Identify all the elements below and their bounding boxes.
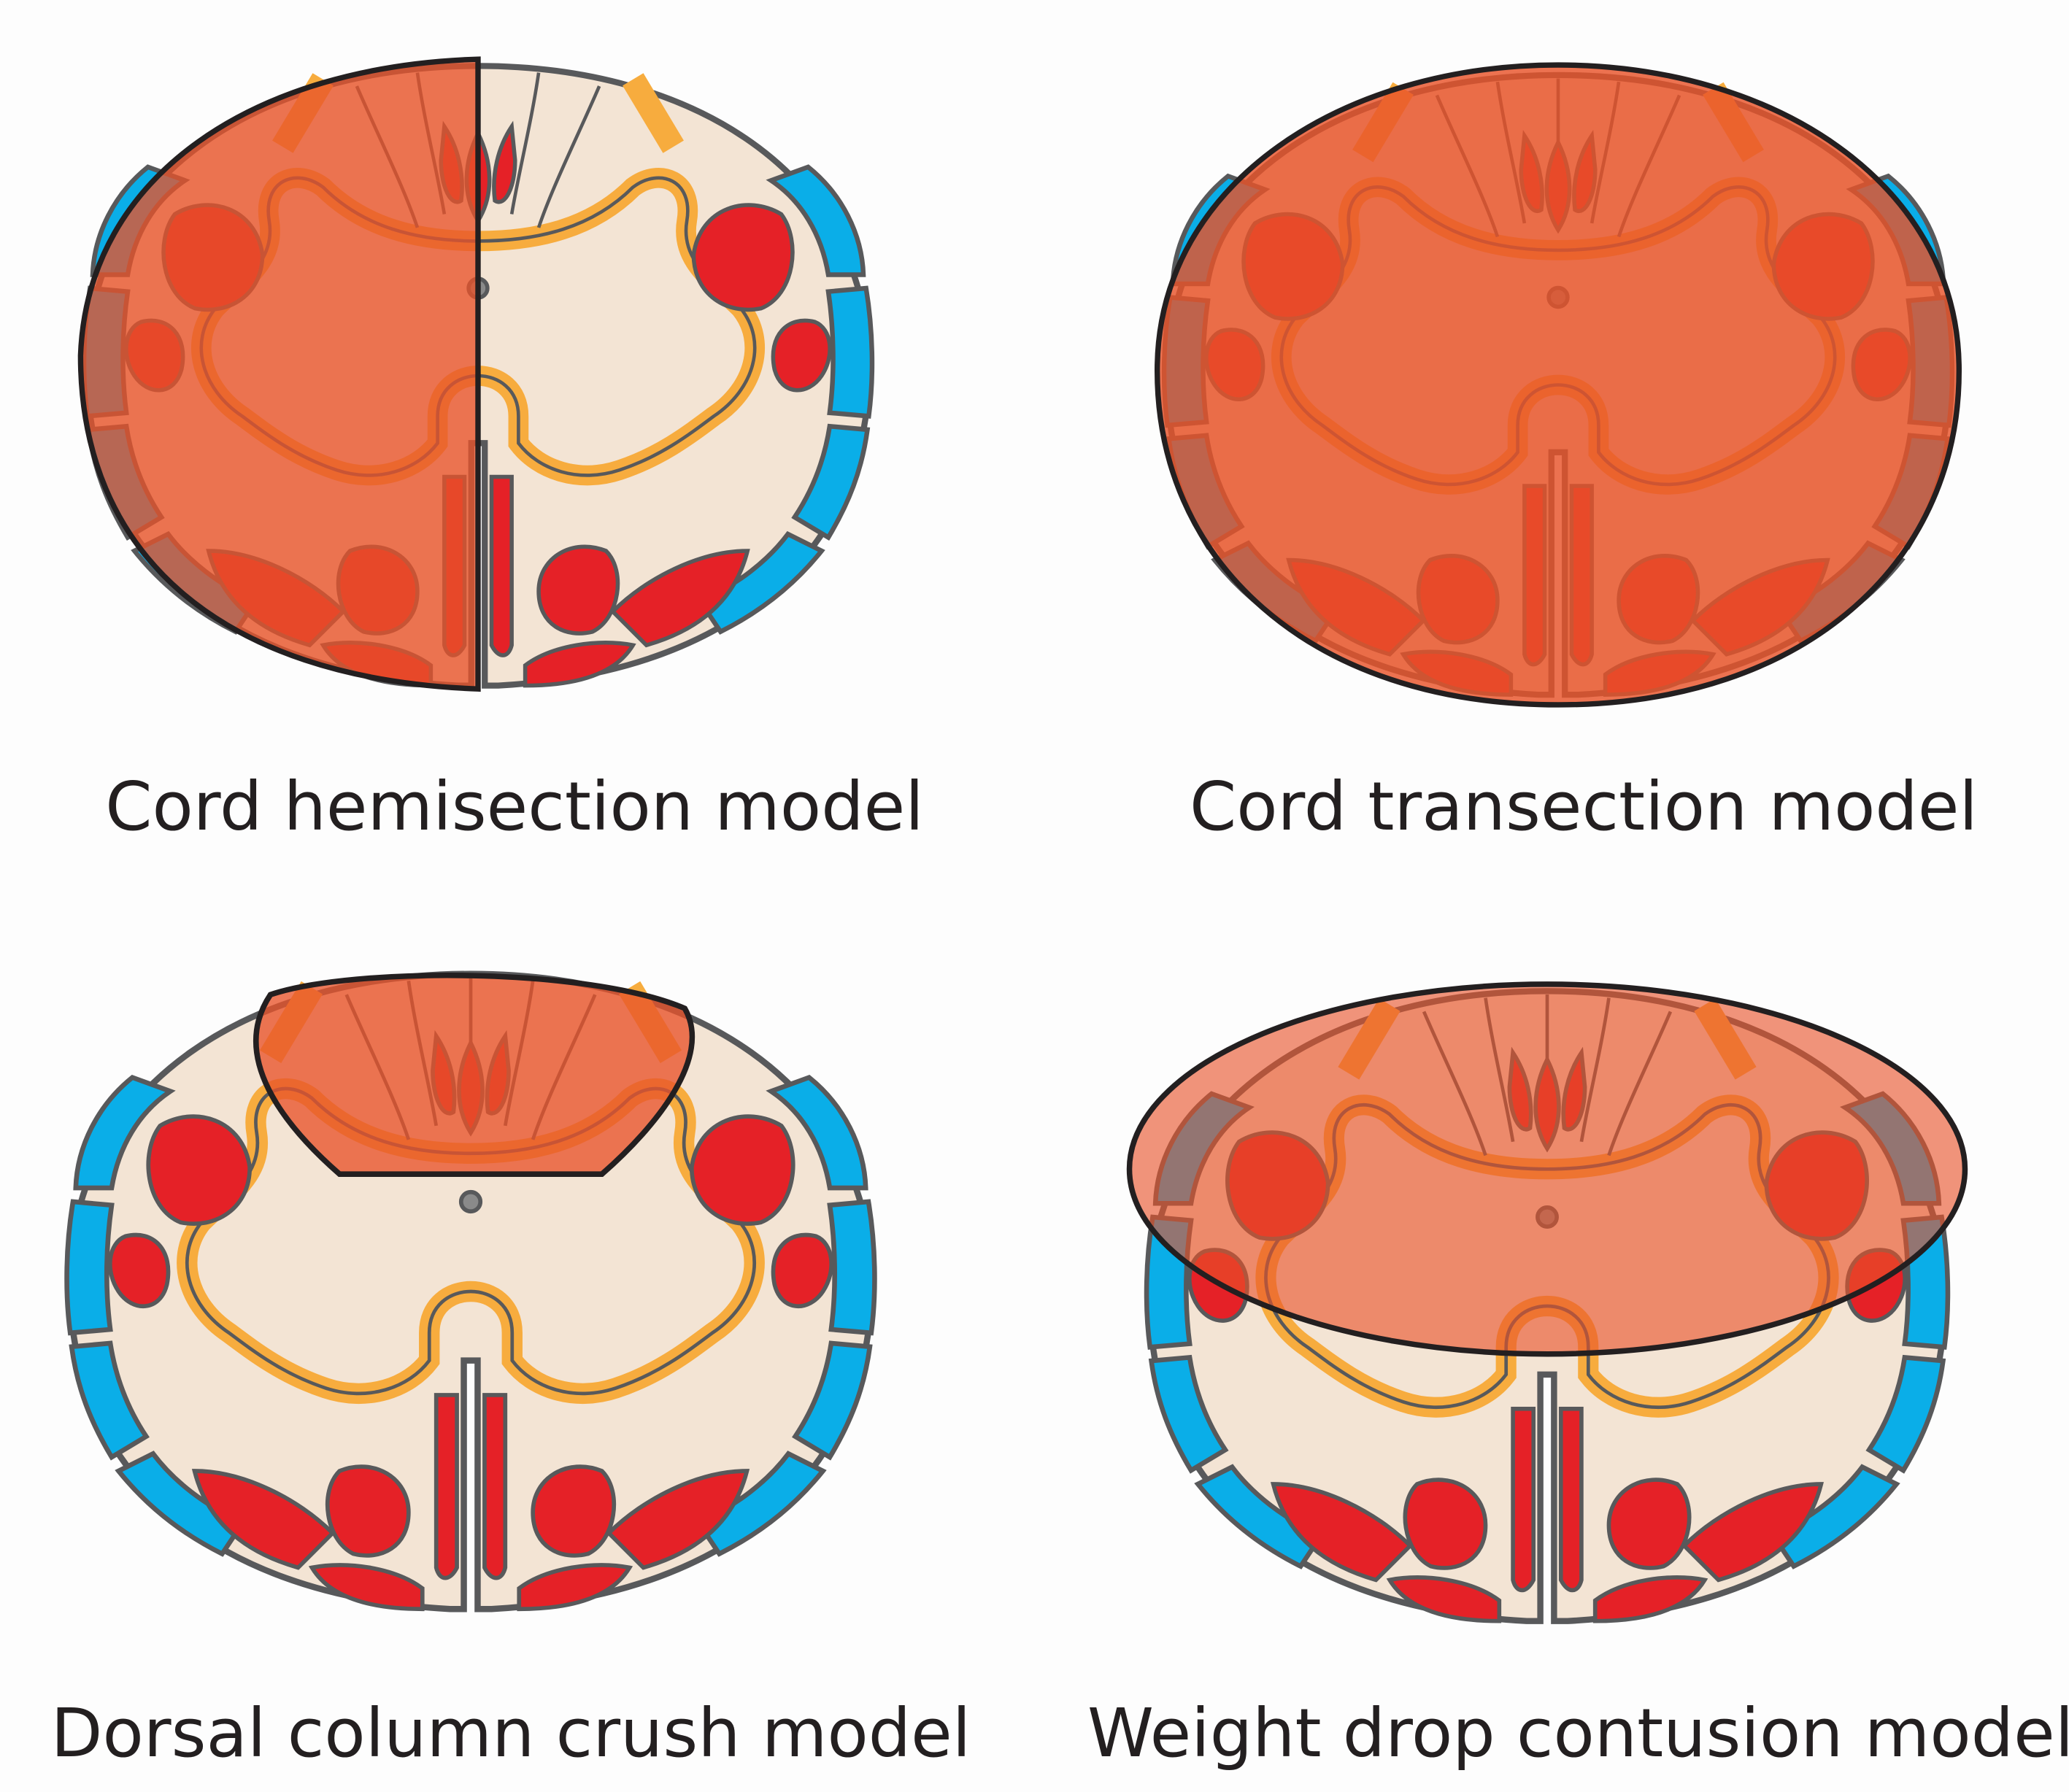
panel-transection bbox=[1120, 29, 1996, 741]
dorsal-crush-diagram bbox=[22, 941, 920, 1642]
transection-lesion bbox=[1155, 62, 1962, 708]
panel-contusion bbox=[1102, 956, 1992, 1656]
hemisection-lesion bbox=[77, 56, 481, 692]
caption-hemisection: Cord hemisection model bbox=[105, 768, 924, 846]
caption-contusion: Weight drop contusion model bbox=[1087, 1694, 2069, 1772]
caption-transection: Cord transection model bbox=[1189, 768, 1978, 846]
hemisection-diagram bbox=[40, 29, 916, 722]
contusion-lesion bbox=[1126, 981, 1968, 1357]
contusion-diagram bbox=[1126, 956, 1968, 1656]
panel-dorsal-crush bbox=[22, 941, 920, 1642]
panel-hemisection bbox=[40, 29, 916, 722]
caption-dorsal-crush: Dorsal column crush model bbox=[50, 1694, 971, 1772]
transection-diagram bbox=[1120, 62, 1996, 708]
dorsal-crush-lesion bbox=[253, 973, 696, 1177]
